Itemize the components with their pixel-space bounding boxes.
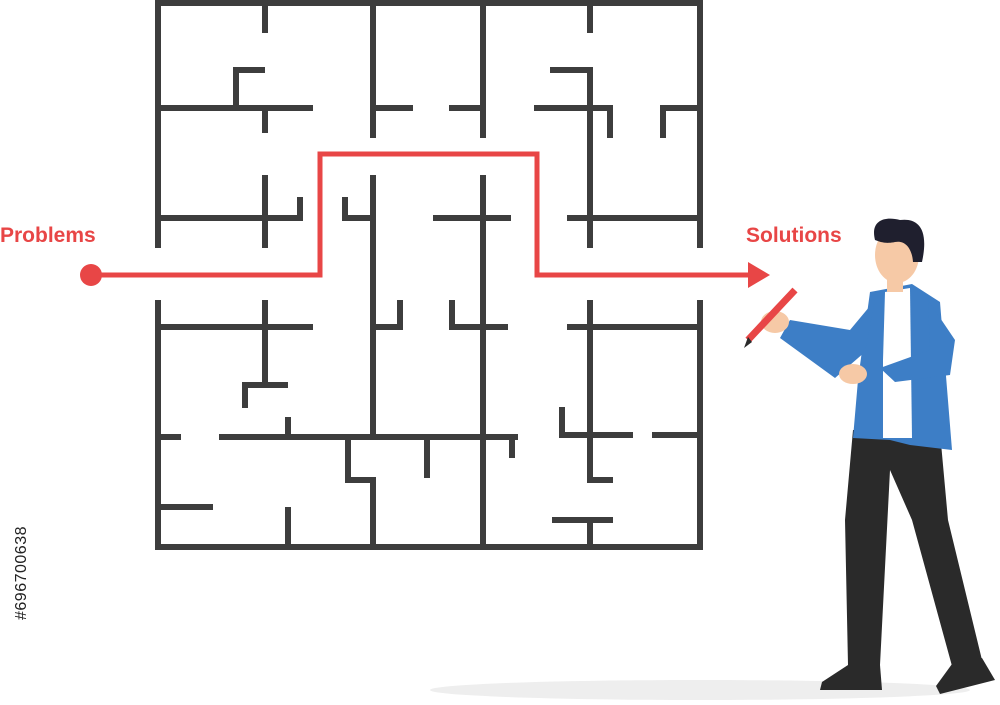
jacket-arm <box>780 300 875 378</box>
solution-path <box>80 151 770 288</box>
pencil-icon <box>744 287 798 348</box>
right-shoe <box>936 658 995 694</box>
arrow-right-icon <box>748 262 770 288</box>
stock-id-watermark: #696700638 <box>7 463 37 683</box>
businessman-icon <box>744 218 995 694</box>
ground-shadow <box>430 680 970 700</box>
maze-outer-wall <box>155 0 703 550</box>
problems-label: Problems <box>0 224 96 247</box>
maze-inner-walls-top <box>155 0 703 548</box>
stock-id-text: #696700638 <box>13 526 30 620</box>
pencil-tip <box>744 337 752 348</box>
trousers <box>845 430 982 666</box>
hand-right <box>839 364 867 384</box>
hair <box>874 218 925 262</box>
left-shoe <box>820 665 882 690</box>
solutions-label: Solutions <box>746 224 842 247</box>
pencil-body <box>745 287 798 343</box>
path-line <box>91 151 752 278</box>
maze <box>155 0 703 550</box>
jacket-arm-front <box>880 300 955 382</box>
maze-inner-walls-bottom <box>155 300 703 548</box>
